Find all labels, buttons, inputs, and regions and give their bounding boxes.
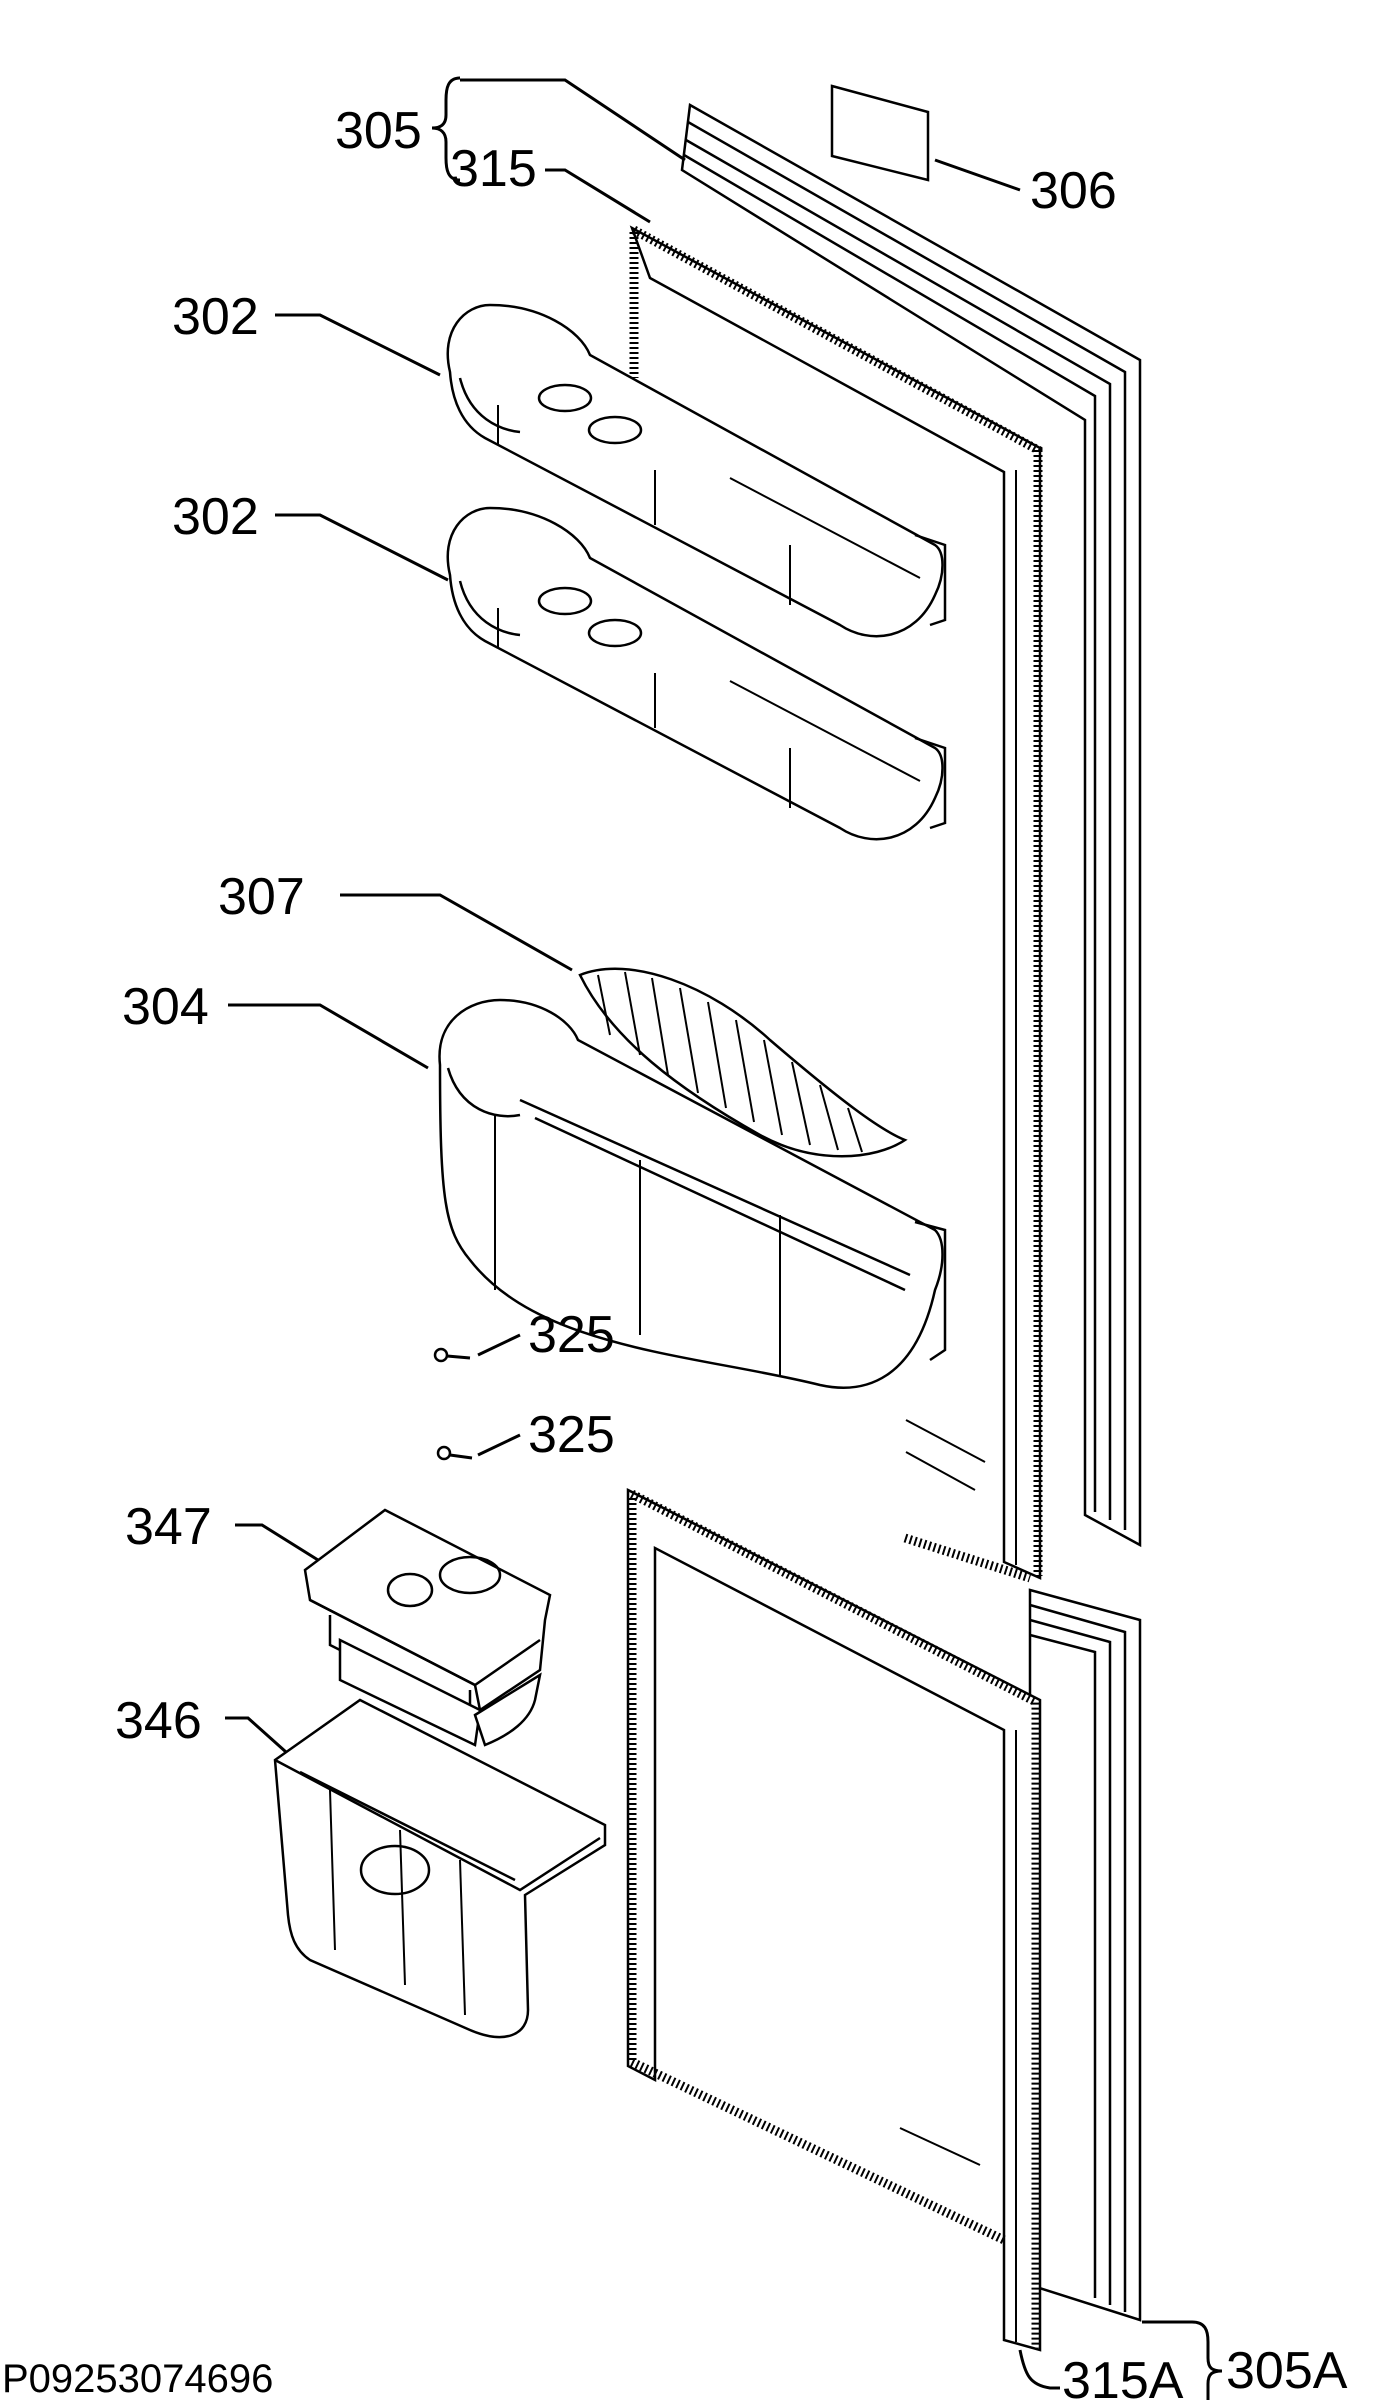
upper-door-panel	[680, 102, 1142, 1548]
callout-304: 304	[122, 978, 209, 1036]
upper-door-gasket	[629, 225, 1043, 1583]
callout-315: 315	[450, 140, 537, 198]
callout-325-upper: 325	[528, 1306, 615, 1364]
callout-305: 305	[335, 102, 422, 160]
callout-305A: 305A	[1226, 2342, 1348, 2400]
door-shelf	[446, 506, 947, 841]
leader-lines	[225, 76, 1223, 2400]
callout-325-lower: 325	[528, 1406, 615, 1464]
label-plate	[830, 84, 930, 182]
screw	[433, 1347, 471, 1363]
callout-346: 346	[115, 1692, 202, 1750]
callout-307: 307	[218, 868, 305, 926]
door-shelf	[446, 303, 947, 638]
bottle-shelf	[438, 998, 947, 1389]
butter-lid	[303, 1508, 552, 1747]
shelf-insert	[578, 967, 908, 1158]
lower-door-panel	[1028, 1588, 1142, 2322]
drawing-code: P09253074696	[2, 2357, 273, 2400]
screw	[436, 1445, 473, 1461]
butter-box	[273, 1698, 607, 2039]
callout-302-lower: 302	[172, 488, 259, 546]
callout-306: 306	[1030, 162, 1117, 220]
callout-315A: 315A	[1062, 2352, 1184, 2400]
callout-347: 347	[125, 1498, 212, 1556]
lower-door-gasket	[626, 1487, 1042, 2352]
callout-302-upper: 302	[172, 288, 259, 346]
